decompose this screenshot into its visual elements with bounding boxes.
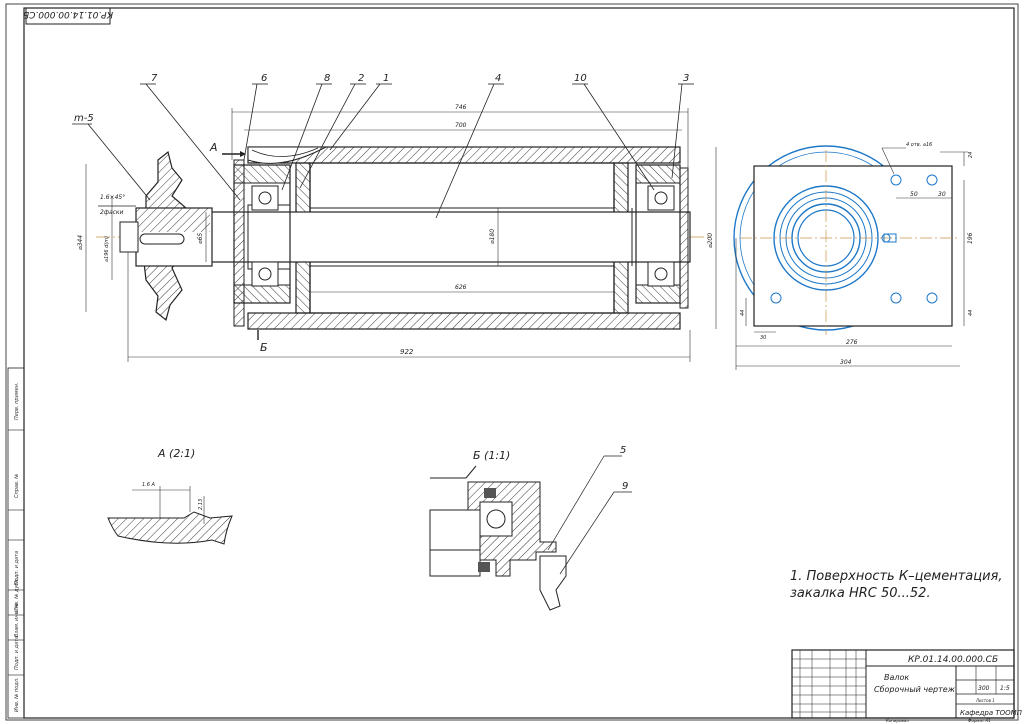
end-cap-right: [679, 167, 689, 309]
bearing-left-top: [251, 185, 279, 211]
stamp-format: Формат А1: [968, 718, 991, 723]
leader-4: 4: [495, 73, 501, 84]
stamp-scale: 1:5: [1000, 685, 1010, 692]
leader-6: 6: [261, 73, 267, 84]
main-view: 7 6 8 2 1 4 10 3 m-5 1.6×45° 2фаски A Б: [72, 73, 717, 362]
gear-hub-hatch: [136, 208, 210, 232]
strip-label-6: Инв. № подл.: [14, 678, 20, 713]
detail-a: A (2:1) 1.6 A 2.13: [107, 447, 233, 545]
bearing-right-top: [647, 185, 675, 211]
dim-d65: ⌀65: [197, 233, 204, 244]
dimensions-main: [85, 108, 717, 362]
stamp-code: КР.01.14.00.000.СБ: [908, 655, 998, 665]
leader-7: 7: [151, 73, 158, 84]
dim-746: 746: [455, 104, 467, 111]
dim-30b: 30: [760, 335, 766, 341]
dim-d196: ⌀196 d(m): [104, 236, 110, 262]
drum-shell-bottom: [247, 312, 681, 330]
housing-hatch-right-bot: [635, 284, 681, 304]
detail-a-dim1: 1.6 A: [142, 482, 156, 488]
doc-code-box: КР.01.14.00.000.СБ: [23, 7, 113, 25]
dim-44b: 44: [740, 310, 746, 316]
dim-700: 700: [455, 122, 467, 129]
shell-break: [251, 147, 319, 157]
leader-10: 10: [574, 73, 587, 84]
detail-a-profile: [107, 511, 233, 545]
strip-label-4: Взам. инв. №: [14, 603, 20, 637]
module-label: m-5: [74, 113, 94, 124]
detail-b-label-5: 5: [620, 445, 626, 456]
main-shaft: [209, 211, 691, 263]
stamp-mass: 300: [978, 685, 990, 692]
strip-label-5: Подп. и дата: [14, 636, 20, 670]
dim-626: 626: [455, 284, 467, 291]
shaft-end: [119, 221, 139, 253]
dimensions-side: [735, 147, 968, 370]
strip-label-0: Перв. примен.: [14, 382, 20, 420]
left-side-strip: Перв. примен. Справ. № Подп. и дата Инв.…: [7, 367, 25, 719]
dim-d200: ⌀200: [707, 233, 714, 248]
grease-nipple: [883, 233, 897, 243]
stamp-name1: Валок: [884, 673, 909, 682]
section-mark-b: Б: [257, 330, 268, 354]
svg-text:A: A: [209, 141, 218, 154]
stamp-sheets: Листов 1: [975, 698, 995, 703]
strip-label-3: Инв. № дубл.: [14, 578, 20, 612]
strip-label-1: Справ. №: [14, 474, 20, 498]
note-line-2: закалка HRC 50...52.: [790, 586, 931, 601]
title-block: КР.01.14.00.000.СБ Валок Сборочный черте…: [791, 649, 1023, 723]
detail-b-label-9: 9: [622, 481, 628, 492]
strip-label-2: Подп. и дата: [14, 551, 20, 585]
end-cap-left: [233, 159, 245, 327]
holes-label: 4 отв. ⌀16: [906, 142, 932, 148]
outer-frame: [5, 3, 1019, 721]
detail-b-bearing: [479, 501, 513, 537]
chamfer-label: 1.6×45°: [100, 194, 125, 201]
dim-d180: ⌀180: [489, 229, 496, 244]
technical-notes: 1. Поверхность К–цементация, закалка HRC…: [790, 568, 1003, 602]
stamp-copied: Копировал: [886, 718, 909, 723]
leader-2: 2: [358, 73, 364, 84]
bearing-right-bottom: [647, 261, 675, 287]
detail-b-nipple: [539, 555, 567, 611]
dim-30: 30: [938, 191, 946, 198]
section-mark-a: A: [209, 141, 246, 157]
stamp-org: Кафедра ТООМП: [960, 709, 1023, 717]
dim-d344: ⌀344: [77, 235, 84, 250]
dim-50: 50: [910, 191, 918, 198]
detail-b: Б (1:1) 5 9: [429, 445, 632, 611]
detail-b-seal: [484, 488, 496, 498]
note-line-1: 1. Поверхность К–цементация,: [790, 569, 1003, 584]
leader-8: 8: [324, 73, 330, 84]
leader-1: 1: [383, 73, 389, 84]
svg-text:Б: Б: [260, 341, 268, 354]
leader-3: 3: [683, 73, 689, 84]
dim-276: 276: [846, 339, 858, 346]
stamp-name2: Сборочный чертеж: [874, 685, 956, 694]
detail-b-shaft: [429, 509, 481, 577]
inner-frame: [23, 7, 1015, 719]
detail-a-title: A (2:1): [157, 447, 195, 460]
side-view: 4 отв. ⌀16 24 50 30 196 44 44 30 276 304: [733, 142, 974, 370]
doc-code-rotated: КР.01.14.00.000.СБ: [23, 9, 113, 19]
keyway: [139, 233, 185, 245]
detail-a-dim2: 2.13: [198, 499, 204, 510]
dim-24: 24: [968, 152, 974, 158]
detail-b-title: Б (1:1): [473, 449, 510, 462]
dim-196: 196: [967, 232, 974, 244]
dim-922: 922: [400, 348, 414, 356]
dim-304: 304: [840, 359, 852, 366]
bearing-left-bottom: [251, 261, 279, 287]
leader-lines: [140, 83, 694, 219]
dim-44: 44: [968, 310, 974, 316]
